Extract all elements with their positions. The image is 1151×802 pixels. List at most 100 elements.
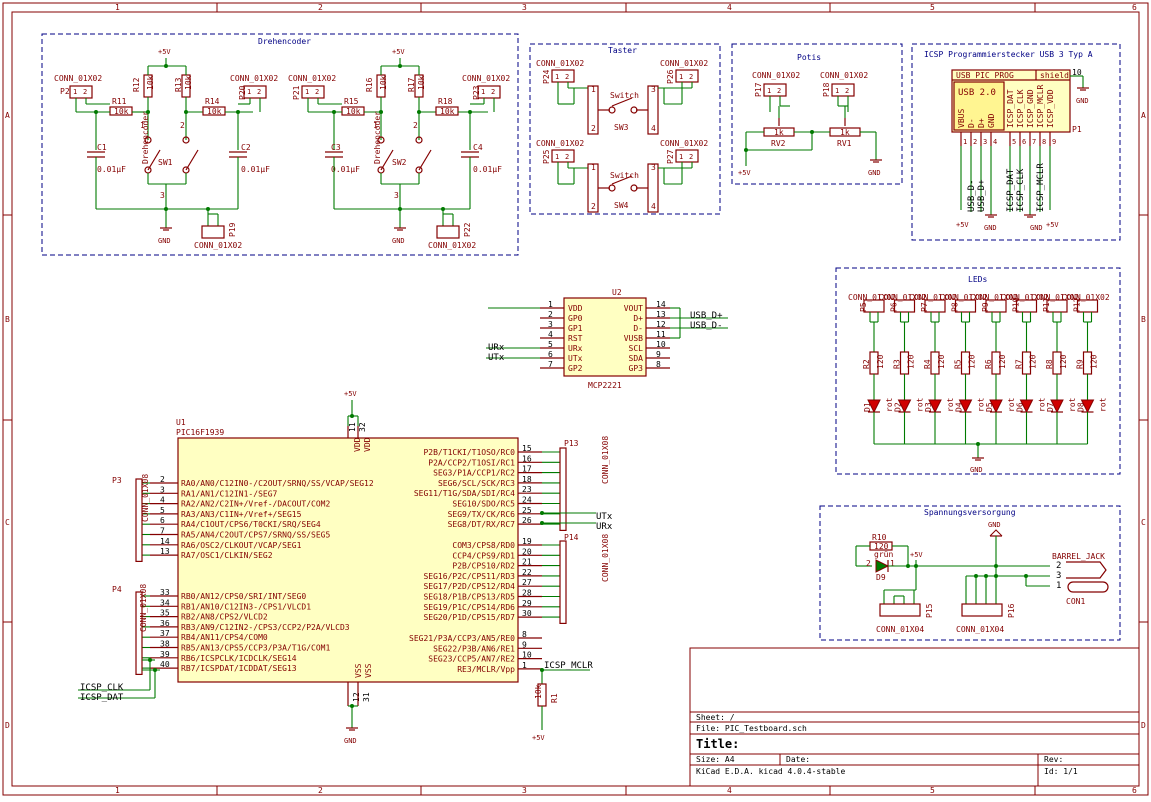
- conn-value: CONN_01X02: [462, 74, 510, 83]
- tb-title: Title:: [696, 737, 739, 751]
- icsp-pin-name: D-: [967, 118, 976, 128]
- icsp-pin-number: 8: [1042, 138, 1046, 146]
- pin-number: 3: [548, 320, 553, 329]
- res-ref: R10: [872, 533, 887, 542]
- svg-text:1: 1: [481, 88, 485, 96]
- res-value: 120: [1059, 354, 1068, 369]
- pin-number: 12: [656, 320, 666, 329]
- icsp-pin-name: D+: [977, 118, 986, 128]
- cap-ref: C1: [97, 143, 107, 152]
- res-value: 10k: [114, 107, 129, 116]
- icsp-net-label: ICSP_DAT: [1006, 168, 1016, 212]
- res-ref: R2: [862, 359, 871, 369]
- net-label: ICSP_CLK: [80, 683, 124, 693]
- gnd-label: GND: [392, 237, 405, 245]
- pin-name: VSS: [354, 663, 363, 678]
- power-label: +5V: [956, 221, 969, 229]
- pin-name: SEG22/P3B/AN6/RE1: [433, 644, 515, 653]
- pin-number: 1: [522, 661, 527, 670]
- conn-value: CONN_01X08: [601, 436, 610, 484]
- pin-number: 20: [522, 547, 532, 556]
- svg-text:2: 2: [591, 202, 596, 211]
- pin-number: 37: [160, 629, 170, 638]
- svg-text:1: 1: [679, 153, 683, 161]
- res-ref: R17: [407, 77, 416, 92]
- res-ref: R1: [550, 693, 559, 703]
- svg-text:1: 1: [835, 87, 839, 95]
- gnd-label: GND: [344, 737, 357, 745]
- pin-name: VSS: [364, 663, 373, 678]
- pin-number: 10: [522, 651, 532, 660]
- gnd-label: GND: [868, 169, 881, 177]
- res-ref: R9: [1076, 359, 1085, 369]
- pin-name: SEG8/DT/RX/RC7: [448, 520, 516, 529]
- diode-ref: D2: [894, 402, 903, 412]
- svg-text:1: 1: [679, 73, 683, 81]
- pin-name: RA0/AN0/C12IN0-/C2OUT/SRNQ/SS/VCAP/SEG12: [181, 479, 374, 488]
- pin-number: 23: [522, 485, 532, 494]
- pin-name: SCL: [629, 344, 644, 353]
- svg-text:3: 3: [651, 163, 656, 172]
- pin-number: 24: [522, 496, 532, 505]
- led-diode-icon: [1019, 399, 1034, 414]
- pot-ref: RV1: [837, 139, 852, 148]
- res-ref: R3: [893, 359, 902, 369]
- pin-number: 7: [160, 527, 165, 536]
- icsp-pin-number: 1: [963, 138, 967, 146]
- svg-text:2: 2: [1056, 561, 1061, 571]
- encoder-label: Drehencoder: [141, 111, 150, 164]
- res-ref: R5: [954, 359, 963, 369]
- pin-name: SEG3/P1A/CCP1/RC2: [433, 469, 515, 478]
- group-title-spannung: Spannungsversorgung: [924, 508, 1016, 517]
- svg-text:2: 2: [565, 153, 569, 161]
- icsp-pin-number: 4: [993, 138, 997, 146]
- conn-ref: P15: [925, 603, 934, 618]
- res-ref: R8: [1045, 359, 1054, 369]
- led-diode-icon: [897, 399, 912, 414]
- svg-text:1: 1: [555, 153, 559, 161]
- svg-text:1: 1: [73, 88, 77, 96]
- conn-value: CONN_01X02: [194, 241, 242, 250]
- pin-name: SEG23/CCP5/AN7/RE2: [428, 655, 515, 664]
- usb-label: USB 2.0: [958, 88, 996, 98]
- svg-text:2: 2: [315, 88, 319, 96]
- conn-value: CONN_01X02: [230, 74, 278, 83]
- power-label: +5V: [158, 48, 171, 56]
- conn-ref: P3: [112, 476, 122, 485]
- res-ref: R6: [984, 359, 993, 369]
- pin-name: RB4/AN11/CPS4/COM0: [181, 633, 268, 642]
- pin-number: 14: [656, 300, 666, 309]
- res-ref: R7: [1015, 359, 1024, 369]
- diode-ref: D5: [985, 402, 994, 412]
- gnd-label: GND: [984, 224, 997, 232]
- pin-number: 27: [522, 578, 532, 587]
- pin-name: RA1/AN1/C12IN1-/SEG7: [181, 489, 278, 498]
- pin-number: 34: [160, 598, 170, 607]
- pin-name: P2A/CCP2/T1OSI/RC1: [428, 458, 515, 467]
- col-label: 4: [727, 786, 732, 795]
- net-label: URx: [488, 343, 505, 353]
- pin-name: SEG19/P1C/CPS14/RD6: [423, 603, 515, 612]
- led-color: rot: [1038, 397, 1047, 412]
- svg-text:2: 2: [257, 88, 261, 96]
- svg-text:2: 2: [591, 124, 596, 133]
- power-label: +5V: [910, 551, 923, 559]
- pin-number: 22: [522, 568, 532, 577]
- pin-name: SEG6/SCL/SCK/RC3: [438, 479, 515, 488]
- conn-value: CONN_01X02: [1062, 293, 1110, 302]
- cap-ref: C2: [241, 143, 251, 152]
- icsp-pin-name: ICSP_CLK: [1016, 89, 1025, 128]
- row-label: C: [5, 518, 10, 527]
- svg-text:1: 1: [1056, 581, 1061, 591]
- conn-ref: P6: [890, 302, 899, 312]
- svg-text:2: 2: [565, 73, 569, 81]
- icsp-pin-number: 5: [1012, 138, 1016, 146]
- col-label: 1: [115, 3, 120, 12]
- title-block: Sheet: / File: PIC_Testboard.sch Title: …: [689, 647, 1140, 787]
